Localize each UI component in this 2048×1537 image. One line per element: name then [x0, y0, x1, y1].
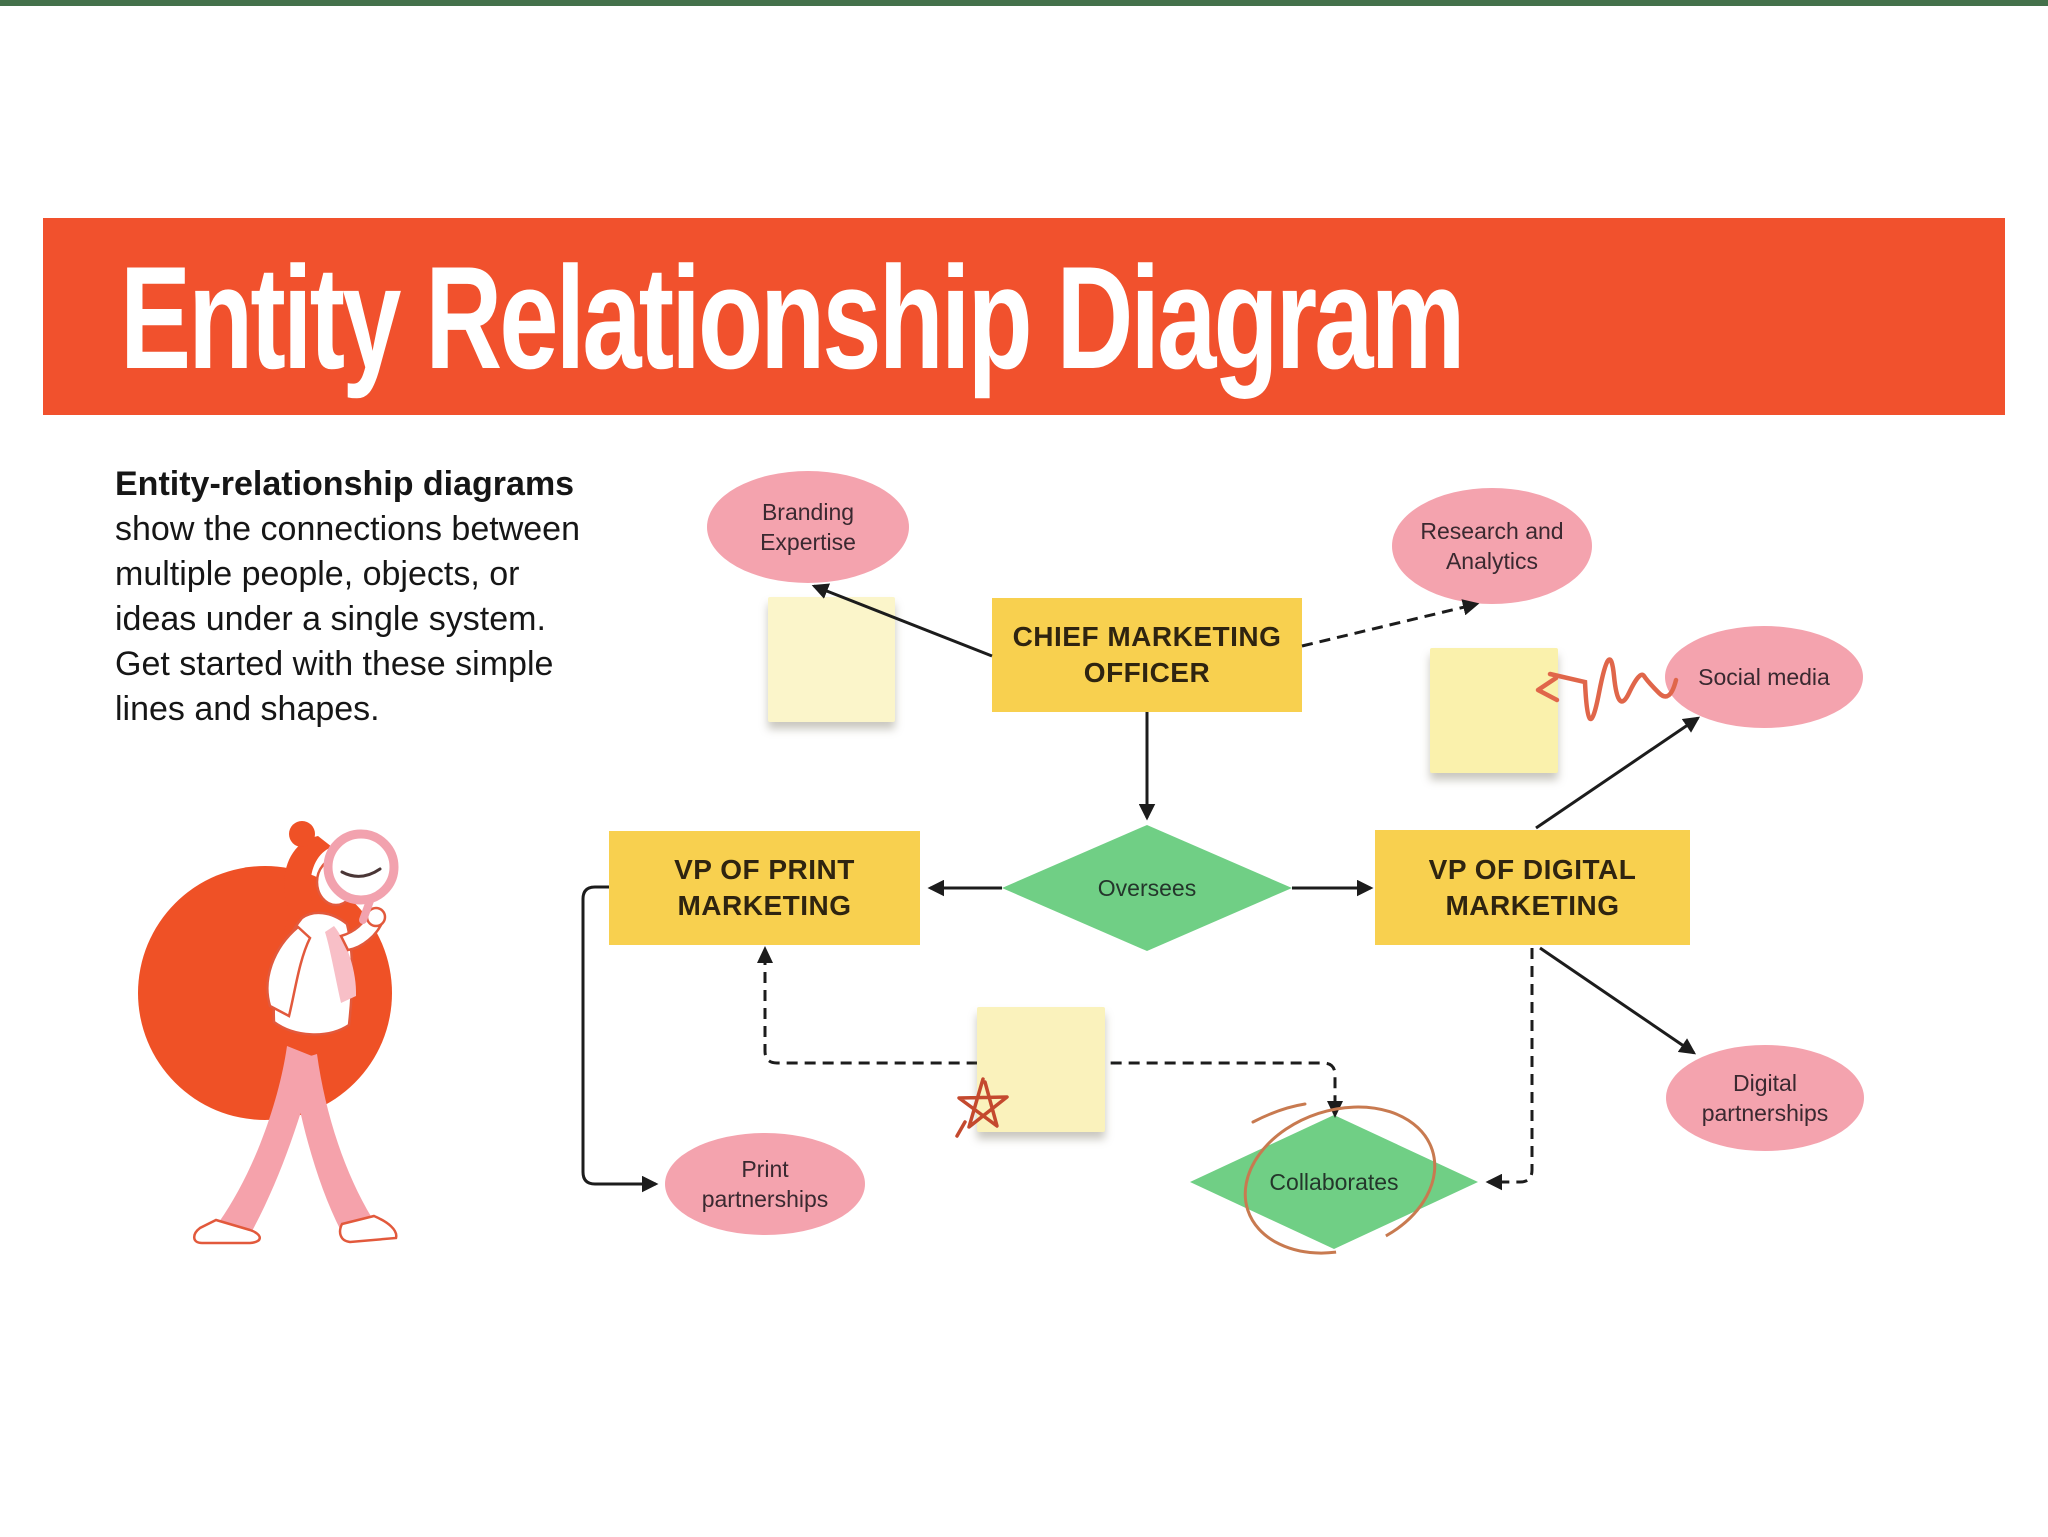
connector-vp-digital-to-digital-partnerships [1539, 946, 1697, 1055]
intro-line: show the connections between [115, 510, 580, 548]
attribute-social-media: Social media [1665, 626, 1863, 728]
attribute-print-partnerships: Print partnerships [665, 1133, 865, 1235]
connector-vp-digital-to-social [1535, 716, 1701, 830]
entity-chief-marketing-officer: CHIEF MARKETING OFFICER [992, 598, 1302, 712]
person-illustration [138, 821, 399, 1245]
squiggle-arrow-annotation [1535, 657, 1679, 721]
relationship-label: Collaborates [1269, 1168, 1399, 1195]
relationship-oversees: Oversees [1002, 825, 1292, 951]
attribute-label: Social media [1698, 664, 1830, 690]
intro-line: lines and shapes. [115, 690, 380, 728]
intro-lead: Entity-relationship diagrams [115, 465, 575, 503]
attribute-research-and-analytics: Research and Analytics [1392, 488, 1592, 604]
attribute-label: Print partnerships [701, 1156, 829, 1212]
entity-label: VP OF DIGITAL MARKETING [1428, 853, 1637, 921]
connector-cmo-to-research [1301, 599, 1480, 648]
attribute-label: Research and Analytics [1420, 518, 1564, 574]
shoe-right [338, 1214, 398, 1244]
magnifying-glass-icon [323, 829, 399, 905]
intro-line: Get started with these simple [115, 645, 554, 683]
page-title: Entity Relationship Diagram [120, 236, 1465, 399]
woman-with-magnifying-glass [193, 821, 399, 1245]
header-bar: Entity Relationship Diagram [43, 218, 2005, 415]
attribute-branding-expertise: Branding Expertise [707, 471, 909, 583]
sticky-note-1 [768, 597, 895, 722]
sticky-note-3 [977, 1007, 1105, 1132]
entity-vp-of-digital-marketing: VP OF DIGITAL MARKETING [1375, 830, 1690, 945]
sticky-note-2 [1430, 648, 1558, 773]
intro-line: ideas under a single system. [115, 600, 546, 638]
shoe-left [193, 1218, 261, 1245]
top-accent-strip [0, 0, 2048, 6]
entity-label: CHIEF MARKETING OFFICER [1012, 621, 1282, 688]
intro-line: multiple people, objects, or [115, 555, 520, 593]
entity-vp-of-print-marketing: VP OF PRINT MARKETING [609, 831, 920, 945]
attribute-label: Digital partnerships [1701, 1070, 1829, 1126]
intro-paragraph: Entity-relationship diagrams show the co… [115, 462, 635, 732]
attribute-digital-partnerships: Digital partnerships [1666, 1045, 1864, 1151]
arrowhead-into-vp-print [757, 946, 773, 963]
relationship-collaborates: Collaborates [1190, 1115, 1478, 1249]
entity-label: VP OF PRINT MARKETING [674, 854, 855, 921]
arrowhead-into-collaborates [1327, 1101, 1343, 1118]
relationship-label: Oversees [1097, 874, 1197, 901]
attribute-label: Branding Expertise [760, 499, 856, 555]
connector-vp-digital-to-collaborates [1485, 948, 1534, 1191]
